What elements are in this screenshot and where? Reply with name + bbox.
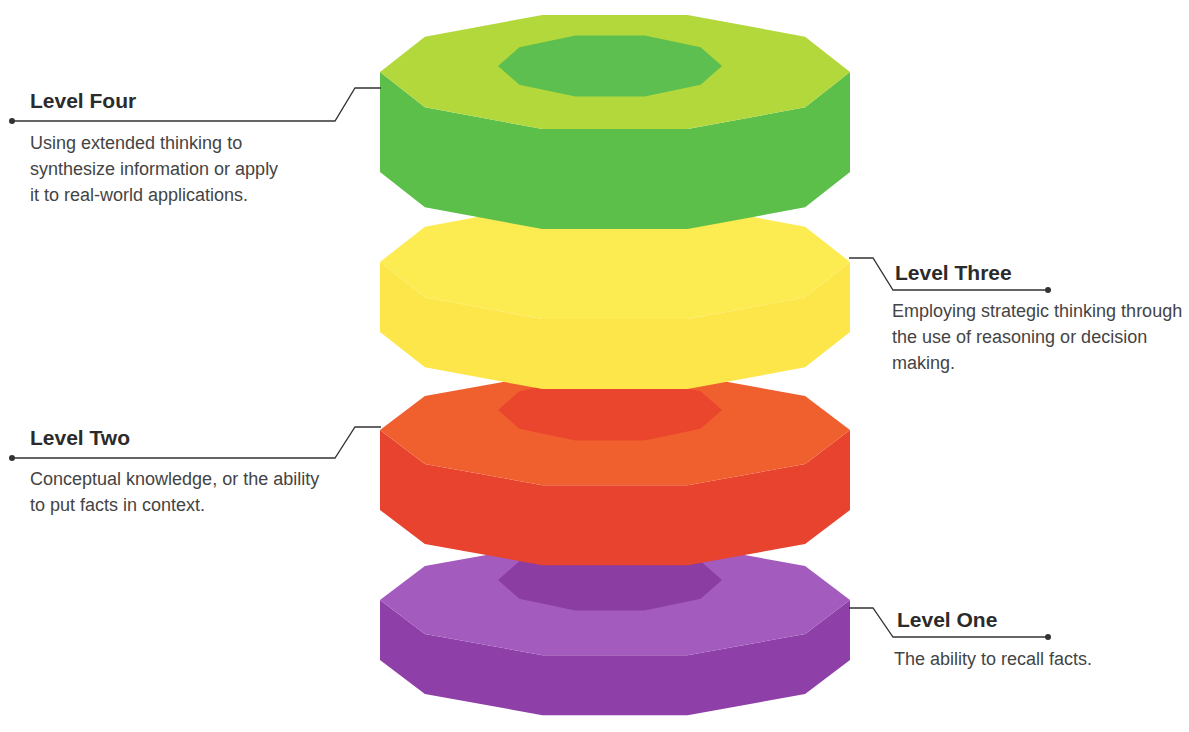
level-description: Using extended thinking to synthesize in… (30, 130, 292, 208)
leader-line (14, 88, 381, 121)
leader-dot (9, 118, 15, 124)
leader-line (849, 258, 1046, 290)
leader-dot (9, 455, 15, 461)
level-heading: Level Two (30, 426, 130, 450)
leader-dot (1045, 634, 1051, 640)
level-description: The ability to recall facts. (894, 646, 1184, 672)
level-heading: Level Three (895, 261, 1012, 285)
level-heading: Level One (897, 608, 997, 632)
level-description: Employing strategic thinking through the… (892, 298, 1184, 376)
level-three-ring (380, 205, 850, 389)
level-one-ring (380, 545, 850, 715)
ring-hole (498, 36, 722, 97)
leader-dot (1045, 287, 1051, 293)
level-two-ring (380, 375, 850, 565)
leader-line (849, 608, 1046, 637)
ring-top (380, 15, 850, 129)
level-heading: Level Four (30, 89, 136, 113)
level-four-ring (380, 15, 850, 229)
ring-top (380, 375, 850, 485)
level-description: Conceptual knowledge, or the ability to … (30, 466, 335, 518)
leader-line (14, 427, 381, 458)
